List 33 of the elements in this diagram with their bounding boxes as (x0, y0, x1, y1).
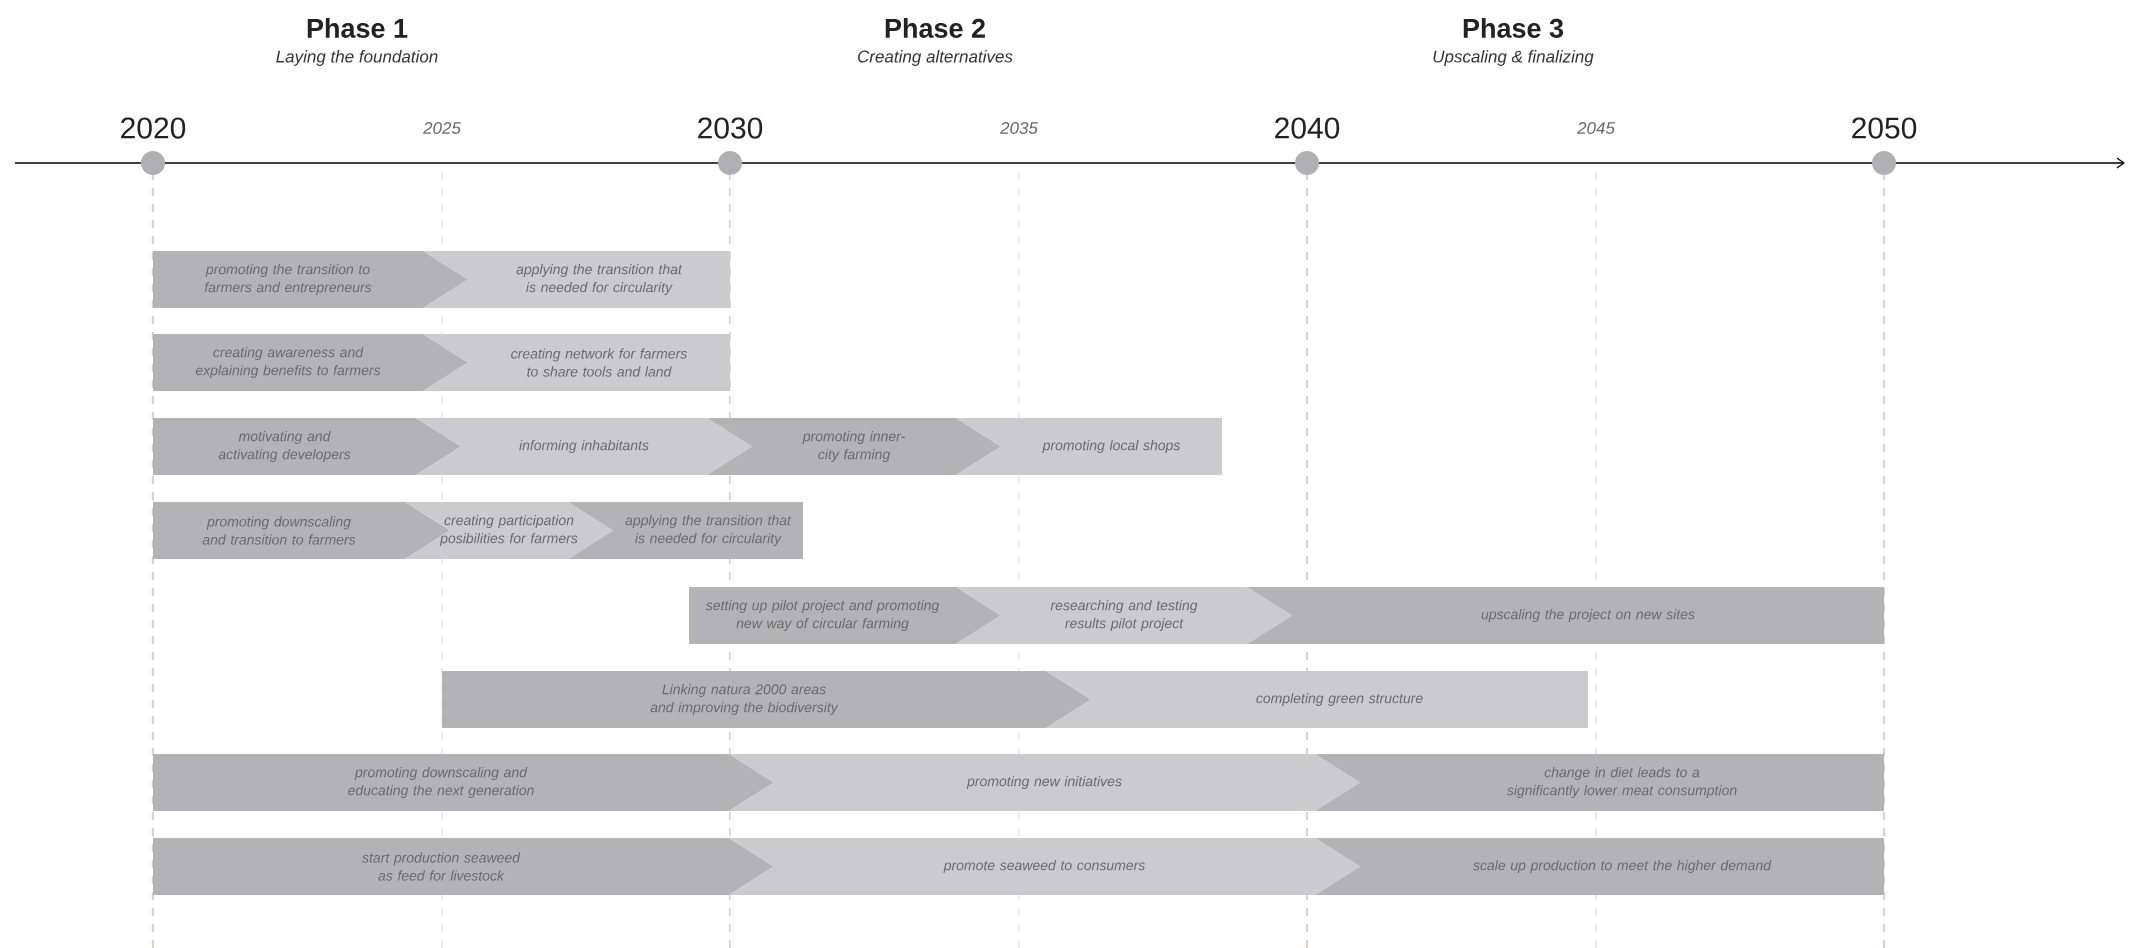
year-label: 2030 (698, 117, 763, 139)
phase-title: Phase 3 (1463, 18, 1564, 38)
chevron-segment: promoting local shops (956, 418, 1222, 475)
chevron-segment: promoting downscaling and educating the next generation (153, 754, 774, 811)
chevron-segment: Linking natura 2000 areas and improving the biodiversity (442, 671, 1091, 728)
chevron-segment: promoting the transition to farmers and entrepreneurs (153, 251, 468, 308)
chevron-segment: creating awareness and explaining benefits to farmers (153, 334, 468, 391)
chevron-segment: start production seaweed as feed for livestock (153, 838, 774, 895)
phase-subtitle: Laying the foundation (276, 50, 438, 66)
chevron-segment: promoting inner-city farming (707, 418, 1001, 475)
chevron-segment: researching and testing results pilot project (956, 587, 1292, 644)
chevron-segment: creating network for farmers to share tools and land (423, 334, 730, 391)
year-label: 2020 (121, 117, 186, 139)
chevron-segment: scale up production to meet the higher demand (1315, 838, 1884, 895)
chevron-segment: upscaling the project on new sites (1247, 587, 1884, 644)
chevron-segment: creating participation posibilities for farmers (405, 502, 613, 559)
phase-subtitle: Creating alternatives (858, 50, 1013, 66)
year-label: 2045 (1577, 122, 1615, 135)
year-label: 2025 (423, 122, 461, 135)
year-label: 2050 (1852, 117, 1917, 139)
phase-title: Phase 2 (885, 18, 985, 38)
chevron-segment: applying the transition that is needed for circularity (423, 251, 730, 308)
year-label: 2040 (1275, 117, 1340, 139)
chevron-segment: informing inhabitants (416, 418, 752, 475)
chevron-segment: change in diet leads to a significantly lower meat consumption (1315, 754, 1884, 811)
chevron-segment: completing green structure (1046, 671, 1588, 728)
year-label: 2035 (1000, 122, 1038, 135)
chevron-segment: promoting new initiatives (729, 754, 1360, 811)
phase-subtitle: Upscaling & finalizing (1433, 50, 1594, 66)
chevron-segment: motivating and activating developers (153, 418, 461, 475)
chevron-segment: setting up pilot project and promoting new way of circular farming (689, 587, 1001, 644)
phase-title: Phase 1 (307, 18, 408, 38)
chevron-segment: promote seaweed to consumers (729, 838, 1360, 895)
